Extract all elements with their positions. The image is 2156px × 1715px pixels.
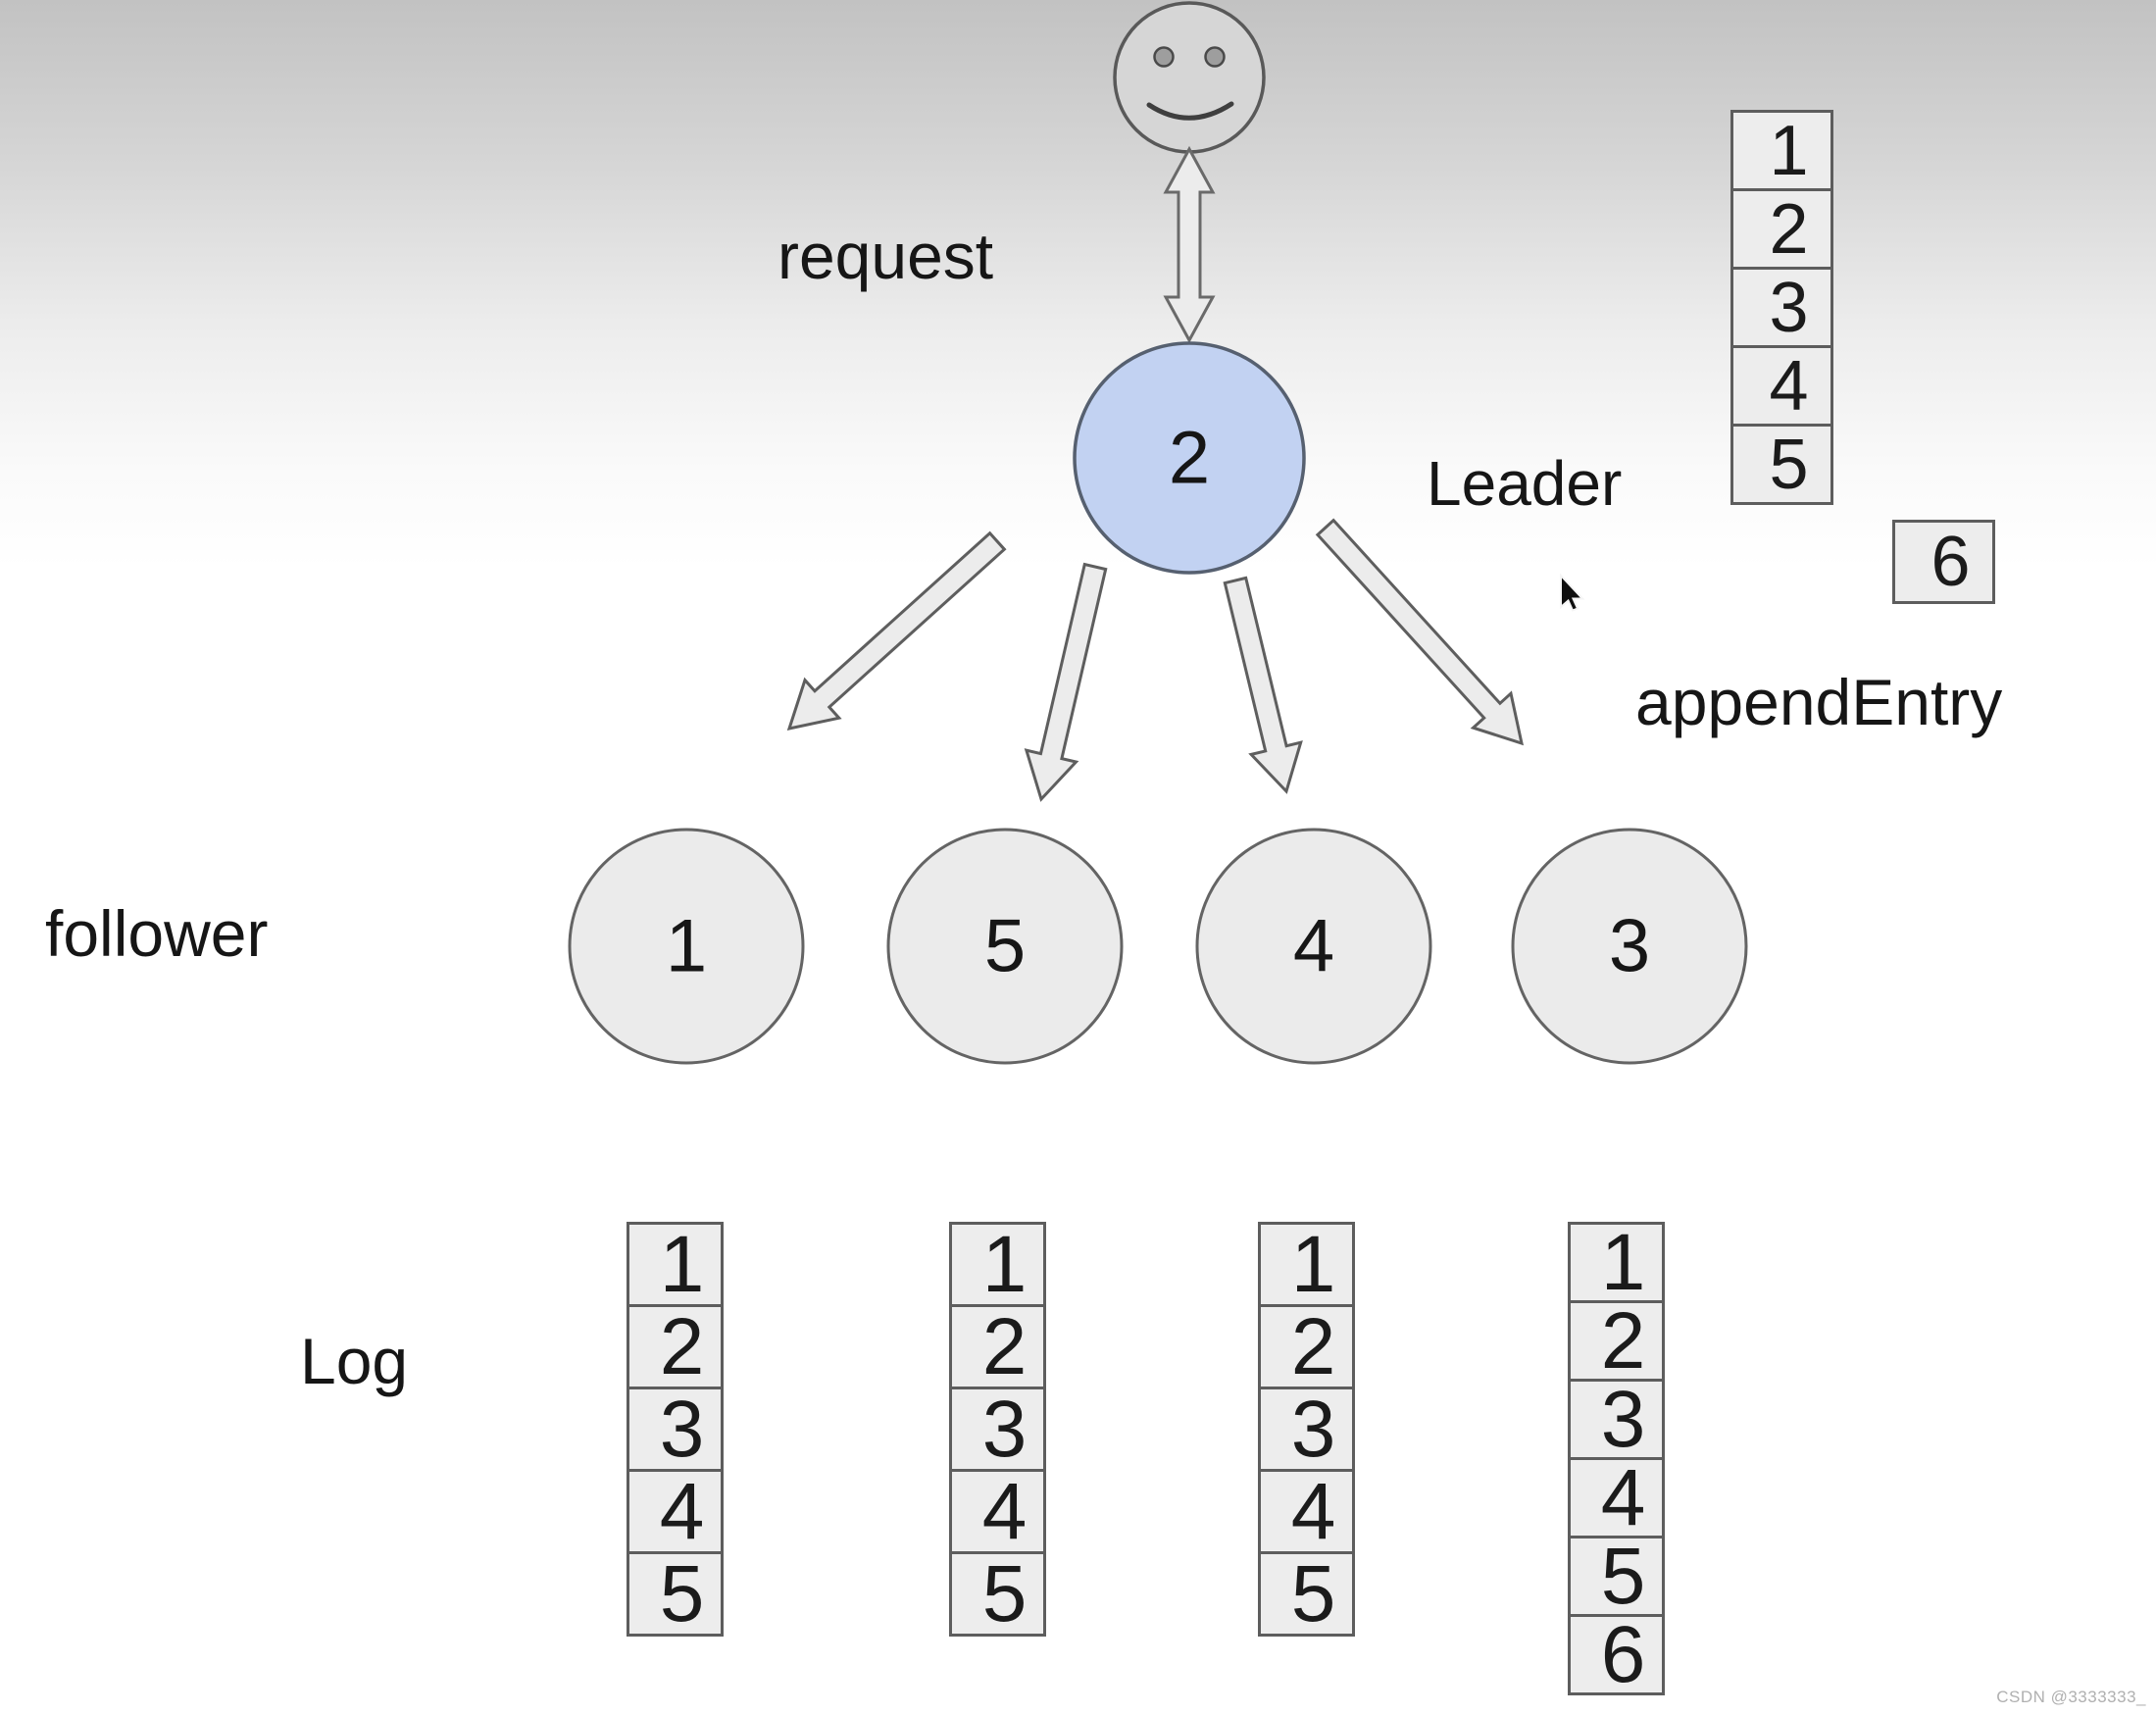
- request-label: request: [777, 220, 994, 292]
- log-cell: 3: [1258, 1385, 1355, 1474]
- log-cell: 5: [949, 1549, 1046, 1639]
- append-entry-label: appendEntry: [1635, 666, 2003, 738]
- leader-node-id: 2: [1169, 417, 1210, 500]
- log-cell: 3: [1730, 267, 1833, 348]
- follower-node-circle-3: [1511, 828, 1748, 1065]
- follower-node-circle-4: [1195, 828, 1432, 1065]
- log-cell: 4: [1568, 1453, 1665, 1542]
- face-eye-left: [1153, 46, 1175, 68]
- leader-log-pending-cell: 6: [1892, 520, 1995, 604]
- log-cell: 2: [1258, 1302, 1355, 1391]
- log-cell: 1: [1258, 1220, 1355, 1309]
- log-cell: 3: [949, 1385, 1046, 1474]
- append-entry-arrow-3: [1223, 576, 1303, 794]
- log-cell: 1: [1568, 1218, 1665, 1307]
- log-cell: 5: [1258, 1549, 1355, 1639]
- follower-node-circle-5: [886, 828, 1124, 1065]
- log-cell: 4: [949, 1467, 1046, 1556]
- log-cell: 6: [1568, 1610, 1665, 1699]
- mouse-cursor-icon: [1560, 573, 1585, 612]
- append-entry-arrow-2: [1024, 562, 1108, 802]
- append-entry-arrow-1: [786, 530, 1007, 731]
- log-cell: 2: [1568, 1296, 1665, 1386]
- smiley-face-icon: [1113, 1, 1266, 154]
- watermark: CSDN @3333333_: [1996, 1688, 2146, 1706]
- log-cell: 1: [627, 1220, 724, 1309]
- follower-node-id: 4: [1293, 905, 1334, 988]
- log-cell: 1: [1730, 110, 1833, 191]
- log-cell: 5: [1568, 1532, 1665, 1621]
- log-cell: 1: [949, 1220, 1046, 1309]
- request-arrow: [1163, 145, 1216, 344]
- leader-node-circle: [1073, 341, 1306, 575]
- log-cell: 4: [627, 1467, 724, 1556]
- log-cell: 5: [1730, 424, 1833, 505]
- log-cell: 5: [627, 1549, 724, 1639]
- log-cell: 4: [1730, 345, 1833, 427]
- log-label: Log: [300, 1325, 409, 1397]
- log-cell: 2: [949, 1302, 1046, 1391]
- follower-node-circle-1: [568, 828, 805, 1065]
- log-cell: 4: [1258, 1467, 1355, 1556]
- face-eye-right: [1204, 46, 1226, 68]
- log-cell: 3: [627, 1385, 724, 1474]
- follower-node-id: 1: [666, 905, 707, 988]
- follower-node-id: 5: [984, 905, 1026, 988]
- leader-label: Leader: [1427, 448, 1623, 519]
- log-cell: 3: [1568, 1375, 1665, 1464]
- follower-node-id: 3: [1609, 905, 1650, 988]
- follower-label: follower: [45, 897, 269, 970]
- face-mouth: [1146, 101, 1234, 121]
- append-entry-arrow-4: [1315, 518, 1525, 746]
- log-cell: 2: [1730, 188, 1833, 270]
- log-cell: 2: [627, 1302, 724, 1391]
